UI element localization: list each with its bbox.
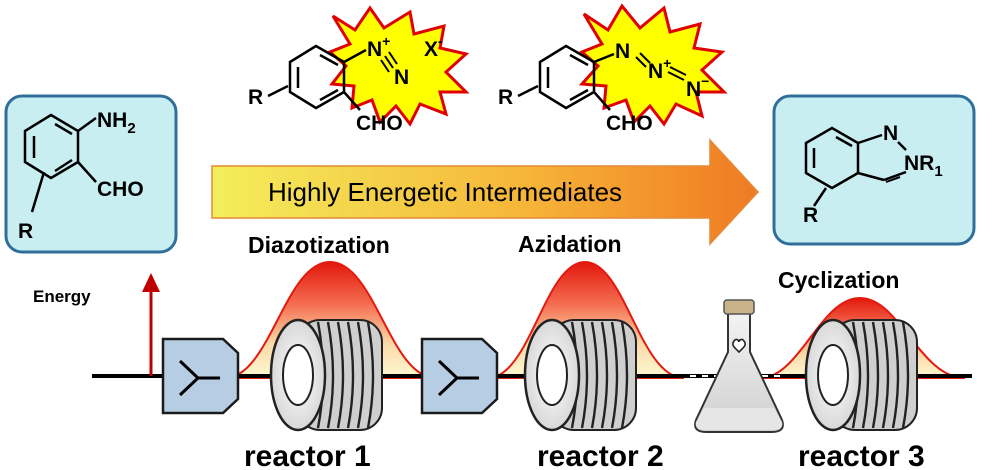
mixer-2 [420,337,499,415]
azide-intermediate [517,3,728,127]
erlenmeyer-flask [694,299,784,433]
start-aldehyde: CHO [97,178,144,201]
product-n-substituted: NR1 [904,152,943,180]
product-substituent: R [803,204,818,227]
mixer-1 [161,337,240,415]
diazonium-substituent: R [248,86,263,109]
azide-n1: N [615,40,630,63]
diazonium-n1: N+ [367,33,390,61]
azide-substituent: R [498,86,513,109]
amine-group: NH2 [97,109,136,137]
explosion-burst-2 [578,3,728,127]
diazonium-aldehyde: CHO [356,112,403,135]
product-box [772,94,976,246]
energetic-intermediates-arrow [211,138,760,246]
stage-azidation: Azidation [518,231,622,257]
reactor-2-label: reactor 2 [537,440,664,470]
energy-arrow [142,273,160,376]
energy-label: Energy [33,287,91,306]
start-substituent: R [18,220,33,243]
reactor-3-label: reactor 3 [798,440,925,470]
azide-aldehyde: CHO [606,112,653,135]
stage-cyclization: Cyclization [778,267,899,293]
diazonium-intermediate [267,5,470,127]
arrow-label: Highly Energetic Intermediates [268,177,622,207]
reactor-coil-1 [269,318,383,432]
reactor-1-label: reactor 1 [244,440,371,470]
diazonium-counterion: X- [424,33,443,61]
product-n-top: N [883,122,898,145]
reactor-coil-2 [523,318,637,432]
azide-n2: N+ [648,55,671,83]
explosion-burst-1 [327,5,470,127]
reactor-coil-3 [804,318,918,432]
azide-n3: N− [686,73,709,101]
stage-diazotization: Diazotization [248,232,390,258]
diazonium-n2: N [394,66,409,89]
starting-material-box [4,94,178,254]
